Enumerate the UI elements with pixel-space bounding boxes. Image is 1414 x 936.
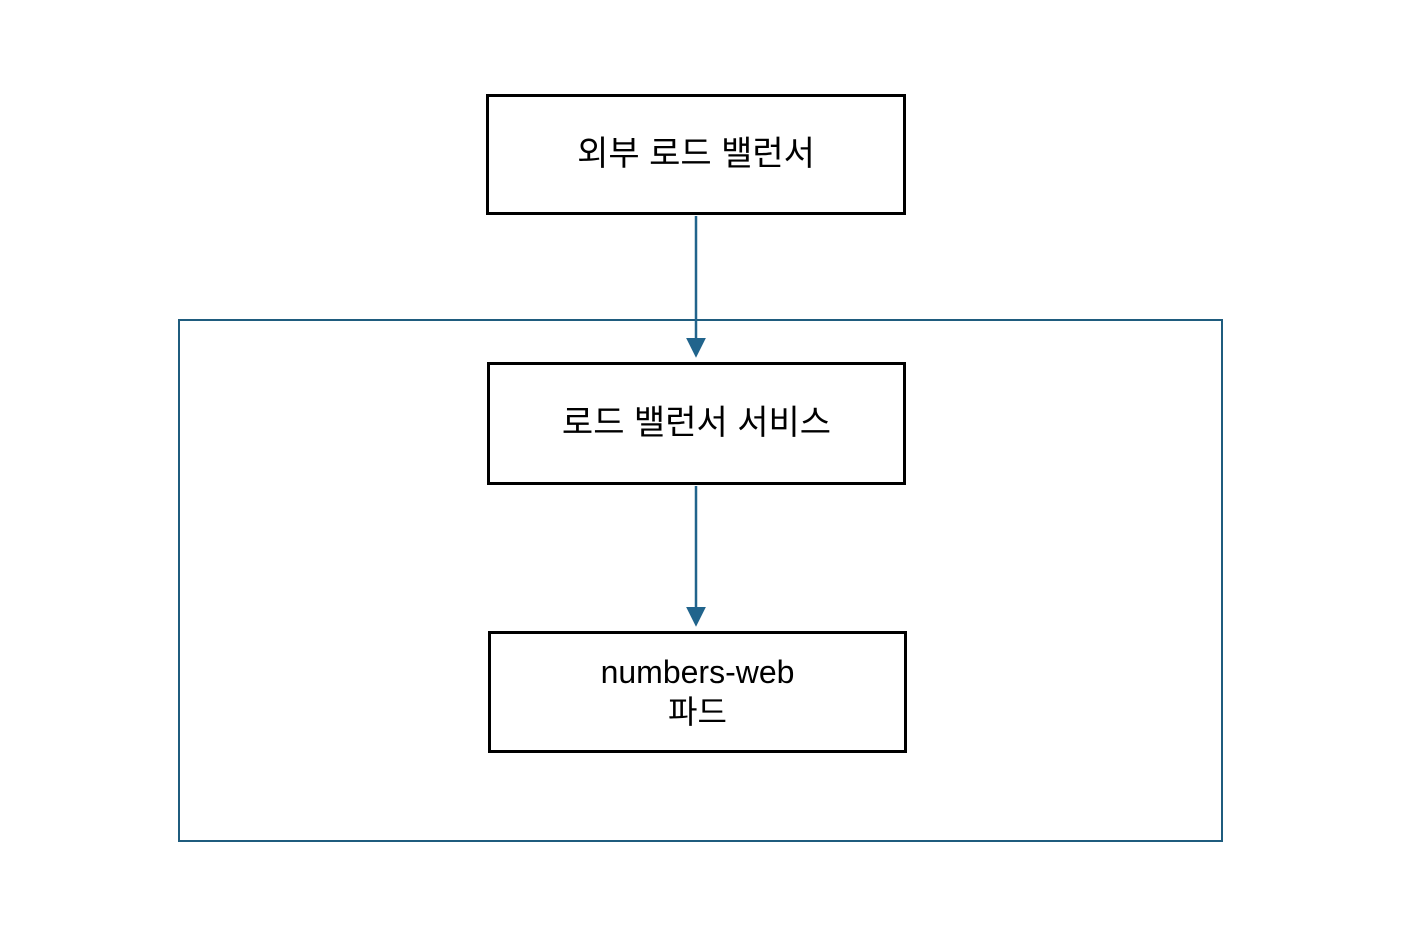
node-load-balancer-service: 로드 밸런서 서비스 bbox=[487, 362, 906, 485]
node-external-load-balancer: 외부 로드 밸런서 bbox=[486, 94, 906, 215]
node-numbers-web-pod: numbers-web 파드 bbox=[488, 631, 907, 753]
node-numbers-web-pod-label-line1: numbers-web bbox=[600, 654, 795, 690]
node-external-load-balancer-label: 외부 로드 밸런서 bbox=[577, 135, 815, 174]
node-numbers-web-pod-label-line2: 파드 bbox=[668, 694, 727, 730]
node-load-balancer-service-label: 로드 밸런서 서비스 bbox=[561, 404, 832, 443]
cluster-boundary-box bbox=[178, 319, 1223, 842]
